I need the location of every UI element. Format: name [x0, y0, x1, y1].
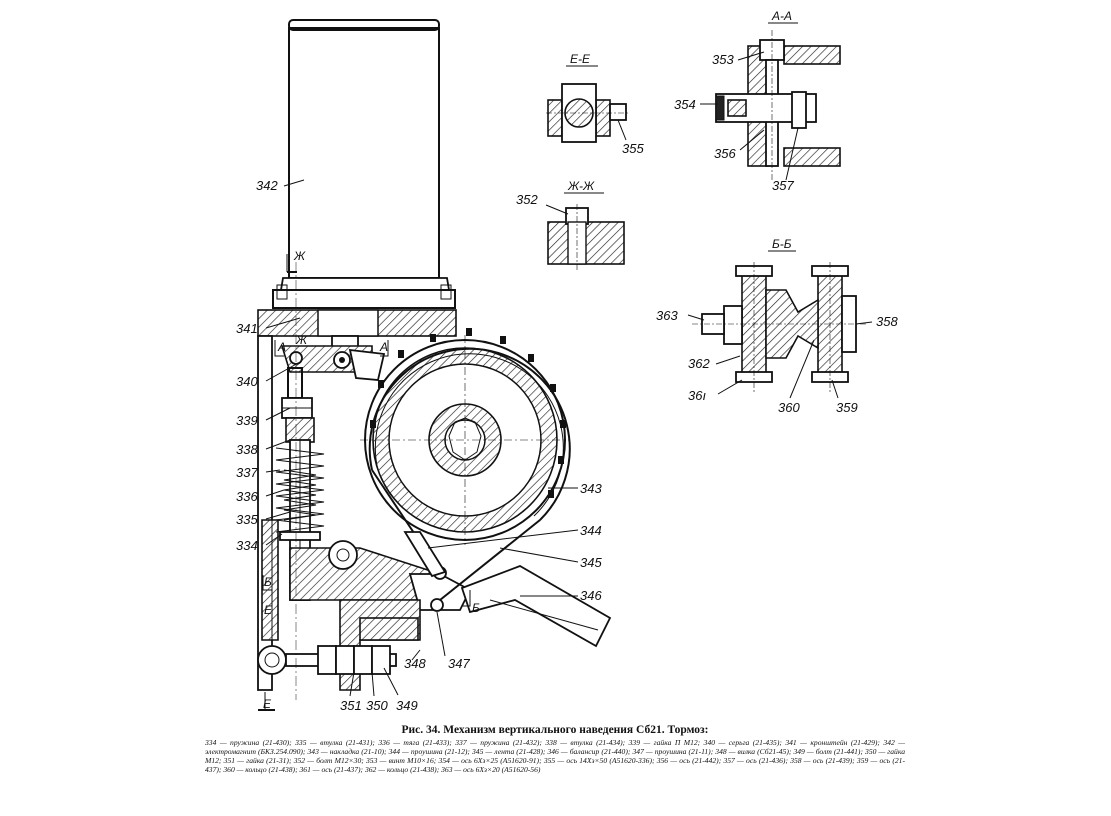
label-343: 343 — [580, 481, 602, 496]
section-aa-title: А-А — [771, 9, 792, 23]
label-340: 340 — [236, 374, 258, 389]
section-zhzh: Ж-Ж 352 — [516, 179, 625, 272]
label-341: 341 — [236, 321, 258, 336]
label-355: 355 — [622, 141, 644, 156]
label-361: 36ı — [688, 388, 706, 403]
label-348: 348 — [404, 656, 426, 671]
balancer-346 — [289, 540, 612, 648]
label-353: 353 — [712, 52, 734, 67]
label-344: 344 — [580, 523, 602, 538]
label-357: 357 — [772, 178, 794, 193]
label-351: 351 — [340, 698, 362, 713]
section-bb: Б-Б 363 358 362 36ı 360 359 — [656, 237, 898, 415]
section-mark-a-right: А — [379, 340, 388, 354]
label-336: 336 — [236, 489, 258, 504]
label-339: 339 — [236, 413, 258, 428]
caption-legend: 334 — пружина (21-430); 335 — втулка (21… — [205, 738, 905, 774]
section-bb-title: Б-Б — [772, 237, 792, 251]
label-349: 349 — [396, 698, 418, 713]
label-350: 350 — [366, 698, 388, 713]
label-358: 358 — [876, 314, 898, 329]
label-356: 356 — [714, 146, 736, 161]
section-mark-b-right: Б — [472, 601, 480, 615]
mechanism-drawing: А А Ж Ж Б Б Е Е 342 341 340 339 338 337 … — [236, 9, 898, 713]
main-view — [257, 19, 612, 700]
label-335: 335 — [236, 512, 258, 527]
caption-title: Рис. 34. Механизм вертикального наведени… — [401, 724, 709, 736]
section-mark-e-mid: Е — [264, 603, 273, 617]
section-aa: А-А 353 354 356 357 — [674, 9, 841, 193]
section-ee-title: Е-Е — [570, 52, 591, 66]
electromagnet-342 — [272, 19, 456, 309]
section-markers: А А Ж Ж Б Б Е Е — [258, 249, 480, 711]
figure-caption: Рис. 34. Механизм вертикального наведени… — [205, 724, 905, 774]
section-mark-zh-mid: Ж — [295, 333, 308, 347]
bracket-341 — [257, 309, 457, 691]
section-mark-zh-top: Ж — [293, 249, 306, 263]
label-360: 360 — [778, 400, 800, 415]
label-359: 359 — [836, 400, 858, 415]
label-337: 337 — [236, 465, 258, 480]
main-part-labels: 342 341 340 339 338 337 336 335 334 343 … — [236, 178, 602, 713]
label-352: 352 — [516, 192, 538, 207]
label-354: 354 — [674, 97, 696, 112]
label-334: 334 — [236, 538, 258, 553]
section-mark-e-bottom: Е — [263, 697, 272, 711]
section-mark-a-left: А — [277, 340, 286, 354]
label-347: 347 — [448, 656, 470, 671]
label-362: 362 — [688, 356, 710, 371]
bolt-349 — [257, 645, 397, 675]
brake-drum — [360, 328, 571, 612]
section-zhzh-title: Ж-Ж — [567, 179, 595, 193]
label-342: 342 — [256, 178, 278, 193]
section-ee: Е-Е 355 — [546, 52, 644, 156]
label-338: 338 — [236, 442, 258, 457]
leader-lines — [265, 179, 579, 697]
label-345: 345 — [580, 555, 602, 570]
section-mark-b-left: Б — [264, 575, 272, 589]
fork-348 — [339, 599, 421, 691]
label-346: 346 — [580, 588, 602, 603]
label-363: 363 — [656, 308, 678, 323]
